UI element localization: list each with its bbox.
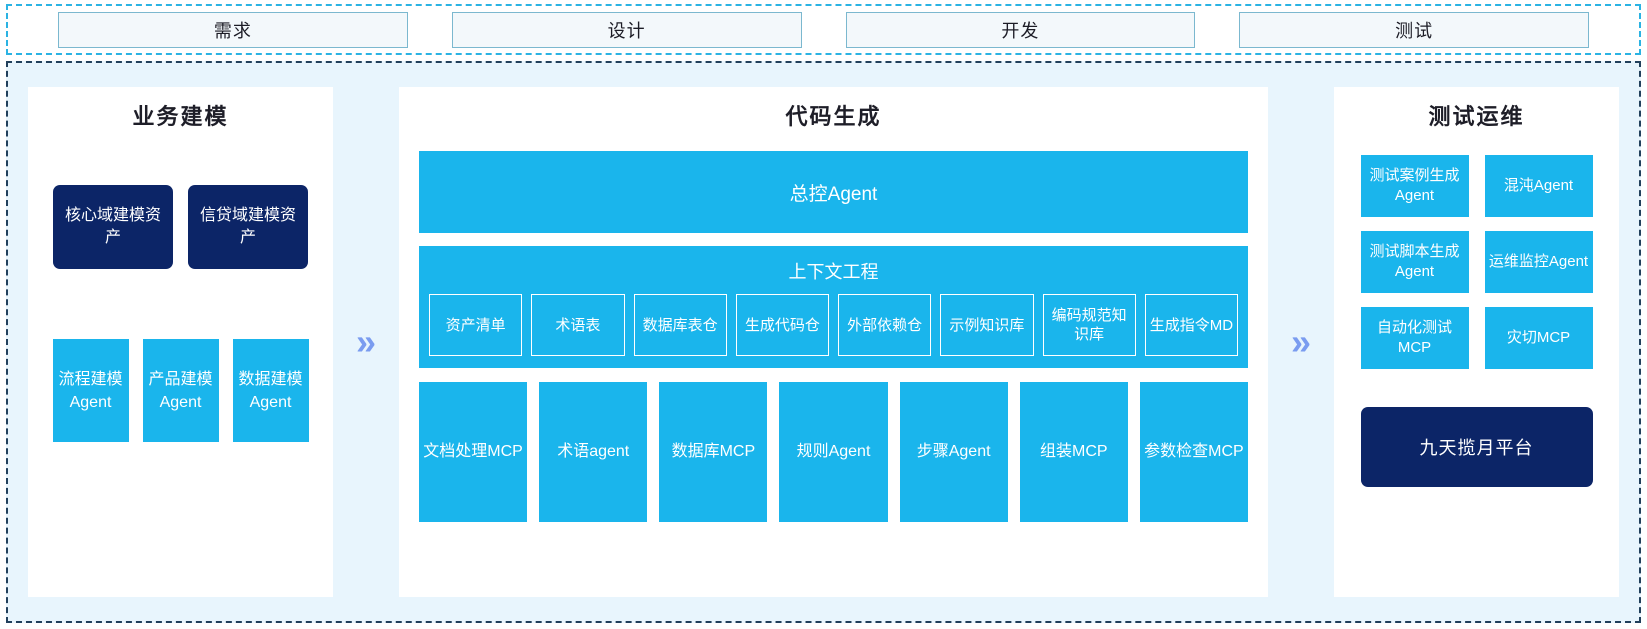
tool-document-processing-mcp[interactable]: 文档处理MCP (419, 382, 528, 522)
stage-bar: 需求 设计 开发 测试 (6, 4, 1641, 55)
item-label: 混沌Agent (1503, 177, 1574, 194)
context-engineering-block: 上下文工程 资产清单 术语表 数据库表仓 生成代码仓 外部依赖仓 (419, 246, 1248, 368)
item-label: 运维监控Agent (1488, 253, 1589, 270)
stage-label: 测试 (1395, 20, 1434, 41)
agent-label: 数据建模Agent (238, 370, 303, 411)
agent-label: 产品建模Agent (148, 370, 213, 411)
context-item-generation-instruction-md[interactable]: 生成指令MD (1144, 294, 1238, 356)
context-item-label: 编码规范知识库 (1051, 307, 1127, 343)
item-label: 自动化测试MCP (1376, 319, 1452, 356)
stage-box-development[interactable]: 开发 (845, 11, 1196, 48)
asset-label: 核心域建模资产 (64, 207, 161, 246)
column-title: 代码生成 (785, 104, 882, 129)
master-control-agent[interactable]: 总控Agent (419, 151, 1248, 233)
chaos-agent[interactable]: 混沌Agent (1484, 155, 1593, 217)
agent-process-modeling[interactable]: 流程建模Agent (52, 339, 129, 442)
stage-box-design[interactable]: 设计 (451, 11, 802, 48)
chevron-glyph: » (355, 321, 377, 362)
item-label: 灾切MCP (1506, 329, 1571, 346)
context-engineering-title: 上下文工程 (788, 262, 879, 282)
item-label: 测试脚本生成Agent (1369, 243, 1460, 280)
tool-label: 参数检查MCP (1144, 443, 1244, 460)
tool-label: 数据库MCP (671, 443, 756, 460)
ops-monitoring-agent[interactable]: 运维监控Agent (1484, 231, 1593, 293)
column-title: 业务建模 (132, 104, 229, 129)
double-chevron-right-icon: » (1268, 87, 1334, 597)
platform-box-jiutian-lanyue[interactable]: 九天揽月平台 (1360, 407, 1593, 487)
context-item-coding-standard-knowledge-base[interactable]: 编码规范知识库 (1042, 294, 1136, 356)
tool-assembly-mcp[interactable]: 组装MCP (1019, 382, 1128, 522)
platform-label: 九天揽月平台 (1419, 438, 1534, 458)
master-agent-label: 总控Agent (789, 183, 878, 205)
item-label: 测试案例生成Agent (1369, 167, 1460, 204)
context-item-generated-code-repo[interactable]: 生成代码仓 (735, 294, 829, 356)
context-items-row: 资产清单 术语表 数据库表仓 生成代码仓 外部依赖仓 示例知 (429, 294, 1238, 356)
tool-label: 组装MCP (1039, 443, 1108, 460)
context-item-external-dependency-repo[interactable]: 外部依赖仓 (838, 294, 932, 356)
asset-credit-domain[interactable]: 信贷域建模资产 (188, 185, 308, 269)
stage-box-testing[interactable]: 测试 (1239, 11, 1589, 48)
test-ops-grid: 测试案例生成Agent 混沌Agent 测试脚本生成Agent 运维监控Agen… (1360, 155, 1593, 369)
column-business-modeling: 业务建模 核心域建模资产 信贷域建模资产 流程建模Agent 产品建模Agent… (28, 87, 333, 597)
context-item-label: 数据库表仓 (642, 316, 718, 334)
tool-row: 文档处理MCP 术语agent 数据库MCP 规则Agent 步骤Agent 组… (419, 382, 1248, 522)
tool-step-agent[interactable]: 步骤Agent (899, 382, 1008, 522)
context-item-label: 生成指令MD (1149, 316, 1234, 334)
architecture-panel: 业务建模 核心域建模资产 信贷域建模资产 流程建模Agent 产品建模Agent… (6, 61, 1641, 623)
asset-label: 信贷域建模资产 (199, 207, 296, 246)
agent-product-modeling[interactable]: 产品建模Agent (142, 339, 219, 442)
chevron-glyph: » (1290, 321, 1312, 362)
context-item-label: 生成代码仓 (744, 316, 820, 334)
context-item-db-table-repo[interactable]: 数据库表仓 (633, 294, 727, 356)
agent-data-modeling[interactable]: 数据建模Agent (232, 339, 309, 442)
column-title: 测试运维 (1428, 104, 1525, 129)
tool-database-mcp[interactable]: 数据库MCP (659, 382, 768, 522)
asset-row: 核心域建模资产 信贷域建模资产 (53, 185, 308, 269)
stage-label: 开发 (1001, 20, 1040, 41)
automated-test-mcp[interactable]: 自动化测试MCP (1360, 307, 1469, 369)
tool-glossary-agent[interactable]: 术语agent (539, 382, 648, 522)
test-case-generation-agent[interactable]: 测试案例生成Agent (1360, 155, 1469, 217)
stage-box-requirements[interactable]: 需求 (58, 11, 408, 48)
context-item-label: 示例知识库 (949, 316, 1025, 334)
modeling-agent-row: 流程建模Agent 产品建模Agent 数据建模Agent (52, 339, 309, 442)
tool-parameter-check-mcp[interactable]: 参数检查MCP (1139, 382, 1248, 522)
tool-label: 术语agent (557, 443, 630, 460)
context-item-label: 资产清单 (445, 316, 506, 334)
test-script-generation-agent[interactable]: 测试脚本生成Agent (1360, 231, 1469, 293)
context-item-example-knowledge-base[interactable]: 示例知识库 (940, 294, 1034, 356)
tool-label: 文档处理MCP (423, 443, 523, 460)
column-code-generation: 代码生成 总控Agent 上下文工程 资产清单 术语表 数据库表仓 (399, 87, 1268, 597)
disaster-switch-mcp[interactable]: 灾切MCP (1484, 307, 1593, 369)
stage-label: 需求 (213, 20, 252, 41)
asset-core-domain[interactable]: 核心域建模资产 (53, 185, 173, 269)
tool-rule-agent[interactable]: 规则Agent (779, 382, 888, 522)
column-test-operations: 测试运维 测试案例生成Agent 混沌Agent 测试脚本生成Agent 运维监… (1334, 87, 1619, 597)
stage-label: 设计 (607, 20, 646, 41)
tool-label: 规则Agent (796, 443, 871, 460)
agent-label: 流程建模Agent (58, 370, 123, 411)
double-chevron-right-icon: » (333, 87, 399, 597)
context-item-label: 外部依赖仓 (847, 316, 923, 334)
context-item-glossary[interactable]: 术语表 (531, 294, 625, 356)
context-item-label: 术语表 (555, 316, 601, 334)
tool-label: 步骤Agent (916, 443, 991, 460)
context-item-asset-list[interactable]: 资产清单 (429, 294, 523, 356)
